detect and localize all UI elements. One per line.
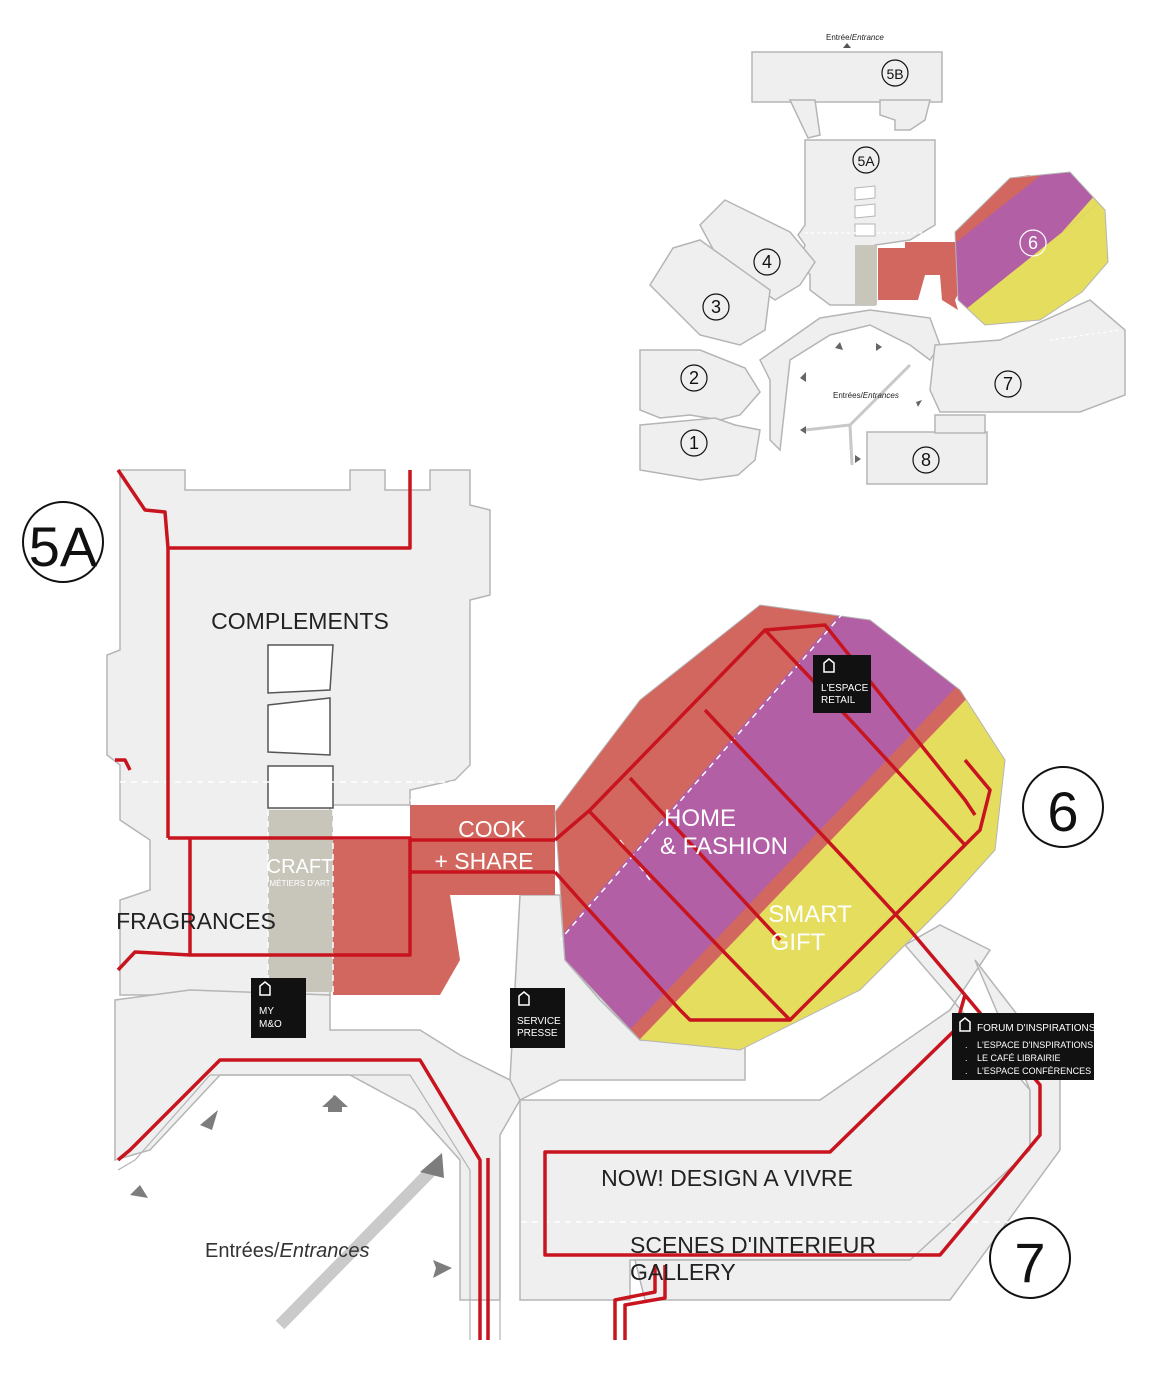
svg-text:5B: 5B [886,66,903,82]
svg-text:.: . [965,1066,968,1076]
overview-entrance-top: Entrée/Entrance [826,33,884,42]
svg-text:6: 6 [1028,233,1038,253]
fragrances-label: FRAGRANCES [116,908,276,934]
overview-hall-3[interactable] [649,239,771,346]
complements-stands [267,644,334,809]
cook-label: COOK [458,816,526,842]
craft-sublabel: MÉTIERS D'ART [270,879,331,888]
forum-inspirations-badge[interactable]: FORUM D'INSPIRATIONS . L'ESPACE D'INSPIR… [952,1013,1096,1080]
home-fashion-sector[interactable] [540,590,1020,1060]
overview-number-1: 1 [680,429,708,457]
svg-text:L'ESPACE CONFÉRENCES: L'ESPACE CONFÉRENCES [977,1066,1091,1076]
overview-hall-1[interactable] [639,417,761,481]
svg-text:2: 2 [689,368,699,388]
overview-entrances-label: Entrées/Entrances [833,391,899,400]
my-mo-badge[interactable]: MY M&O [251,978,306,1038]
svg-text:1: 1 [689,433,699,453]
hall-number-6: 6 [1022,766,1104,848]
svg-text:4: 4 [762,252,772,272]
overview-number-2: 2 [680,364,708,392]
overview-number-7: 7 [994,370,1022,398]
svg-text:7: 7 [1014,1231,1045,1294]
craft-label: CRAFT [267,856,334,878]
svg-text:MY: MY [259,1006,274,1017]
svg-text:PRESSE: PRESSE [517,1028,558,1039]
svg-text:.: . [965,1053,968,1063]
overview-hall-2[interactable] [639,349,761,421]
overview-hall-5a[interactable] [797,139,936,306]
arrow-icon [200,1110,218,1130]
svg-text:5A: 5A [29,515,98,578]
house-icon [518,991,530,1006]
arrow-down-icon [843,43,851,48]
fashion-label: & FASHION [660,833,788,860]
overview-hall-8[interactable] [866,431,988,485]
overview-hall-6[interactable] [940,160,1140,340]
scenes-label: SCENES D'INTERIEUR [630,1232,876,1258]
overview-map: 5B 5A 4 3 2 1 6 7 8 Entrée/Entrance Entr… [639,33,1140,485]
svg-text:3: 3 [711,297,721,317]
svg-text:5A: 5A [857,153,875,169]
house-icon [259,981,271,996]
gallery-label: GALLERY [630,1259,736,1285]
overview-number-5b: 5B [881,59,909,87]
cook-share-sector[interactable] [333,805,555,995]
home-label: HOME [664,805,736,832]
entrances-label: Entrées/Entrances [205,1240,370,1262]
svg-text:7: 7 [1003,374,1013,394]
arrow-icon [322,1095,348,1112]
smart-label: SMART [768,901,852,928]
overview-number-6: 6 [1019,229,1047,257]
arrow-icon [130,1185,148,1198]
overview-number-4: 4 [753,248,781,276]
svg-text:SERVICE: SERVICE [517,1016,561,1027]
hall-number-7: 7 [989,1217,1071,1299]
hall-number-5a: 5A [22,501,104,583]
detail-map: 5A 6 7 COMPLEMENTS CRAFT MÉTIERS D'ART F… [22,469,1104,1340]
overview-number-5a: 5A [852,146,880,174]
share-label: + SHARE [434,848,533,874]
espace-retail-badge[interactable]: L'ESPACE RETAIL [813,655,871,713]
complements-label: COMPLEMENTS [211,608,389,634]
svg-text:L'ESPACE: L'ESPACE [821,683,869,694]
svg-text:FORUM D'INSPIRATIONS: FORUM D'INSPIRATIONS [977,1023,1096,1034]
overview-hall-4[interactable] [699,199,816,301]
craft-sector[interactable] [268,810,333,992]
svg-text:LE CAFÉ LIBRAIRIE: LE CAFÉ LIBRAIRIE [977,1053,1061,1063]
now-design-label: NOW! DESIGN A VIVRE [601,1165,853,1191]
overview-hall-5b[interactable] [751,51,943,103]
arrow-icon [433,1260,452,1278]
svg-text:L'ESPACE D'INSPIRATIONS: L'ESPACE D'INSPIRATIONS [977,1040,1093,1050]
svg-text:.: . [965,1040,968,1050]
service-presse-badge[interactable]: SERVICE PRESSE [510,988,565,1048]
overview-number-8: 8 [912,446,940,474]
overview-hall-7[interactable] [929,299,1126,413]
svg-text:RETAIL: RETAIL [821,695,856,706]
svg-text:M&O: M&O [259,1019,282,1030]
house-icon [959,1017,971,1032]
overview-number-3: 3 [702,293,730,321]
svg-text:8: 8 [921,450,931,470]
arrow-icon [420,1153,444,1178]
svg-text:6: 6 [1047,780,1078,843]
gift-label: GIFT [771,929,826,956]
house-icon [823,658,835,673]
entrance-walkway [275,1165,437,1330]
